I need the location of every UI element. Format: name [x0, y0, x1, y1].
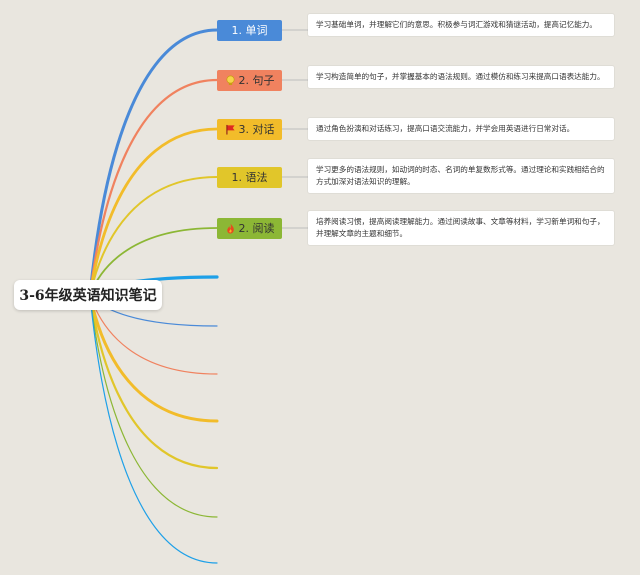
- topic-description-dialog[interactable]: 通过角色扮演和对话练习，提高口语交流能力，并学会用英语进行日常对话。: [308, 118, 614, 140]
- topic-description-word[interactable]: 学习基础单词，并理解它们的意思。积极参与词汇游戏和猜谜活动，提高记忆能力。: [308, 14, 614, 36]
- lightbulb-icon: [225, 75, 236, 86]
- empty-branch-5: [88, 293, 219, 470]
- root-topic-label: 3-6年级英语知识笔记: [19, 288, 157, 304]
- topic-node-dialog[interactable]: 3. 对话: [217, 118, 282, 140]
- topic-node-label: 1. 单词: [231, 24, 268, 37]
- branch-connector-word: [88, 28, 219, 297]
- empty-branch-6: [89, 294, 218, 518]
- topic-node-grammar[interactable]: 1. 语法: [217, 166, 282, 188]
- branch-connector-dialog: [88, 127, 219, 297]
- empty-branch-7: [89, 294, 218, 564]
- topic-node-label: 3. 对话: [238, 123, 275, 136]
- branch-connector-sentence: [88, 78, 219, 297]
- topic-description-grammar[interactable]: 学习更多的语法规则，如动词的时态、名词的单复数形式等。通过理论和实践相结合的方式…: [308, 159, 614, 193]
- topic-description-reading[interactable]: 培养阅读习惯，提高阅读理解能力。通过阅读故事、文章等材料，学习新单词和句子，并理…: [308, 211, 614, 245]
- topic-node-label: 1. 语法: [231, 171, 268, 184]
- root-topic[interactable]: 3-6年级英语知识笔记: [14, 280, 162, 310]
- topic-node-label: 2. 阅读: [238, 222, 275, 235]
- empty-branch-4: [88, 293, 219, 423]
- topic-node-reading[interactable]: 2. 阅读: [217, 217, 282, 239]
- topic-node-sentence[interactable]: 2. 句子: [217, 69, 282, 91]
- topic-node-word[interactable]: 1. 单词: [217, 19, 282, 41]
- flag-icon: [225, 124, 236, 135]
- topic-node-label: 2. 句子: [238, 74, 275, 87]
- fire-icon: [225, 223, 236, 234]
- topic-description-sentence[interactable]: 学习构造简单的句子，并掌握基本的语法规则。通过模仿和练习来提高口语表达能力。: [308, 66, 614, 88]
